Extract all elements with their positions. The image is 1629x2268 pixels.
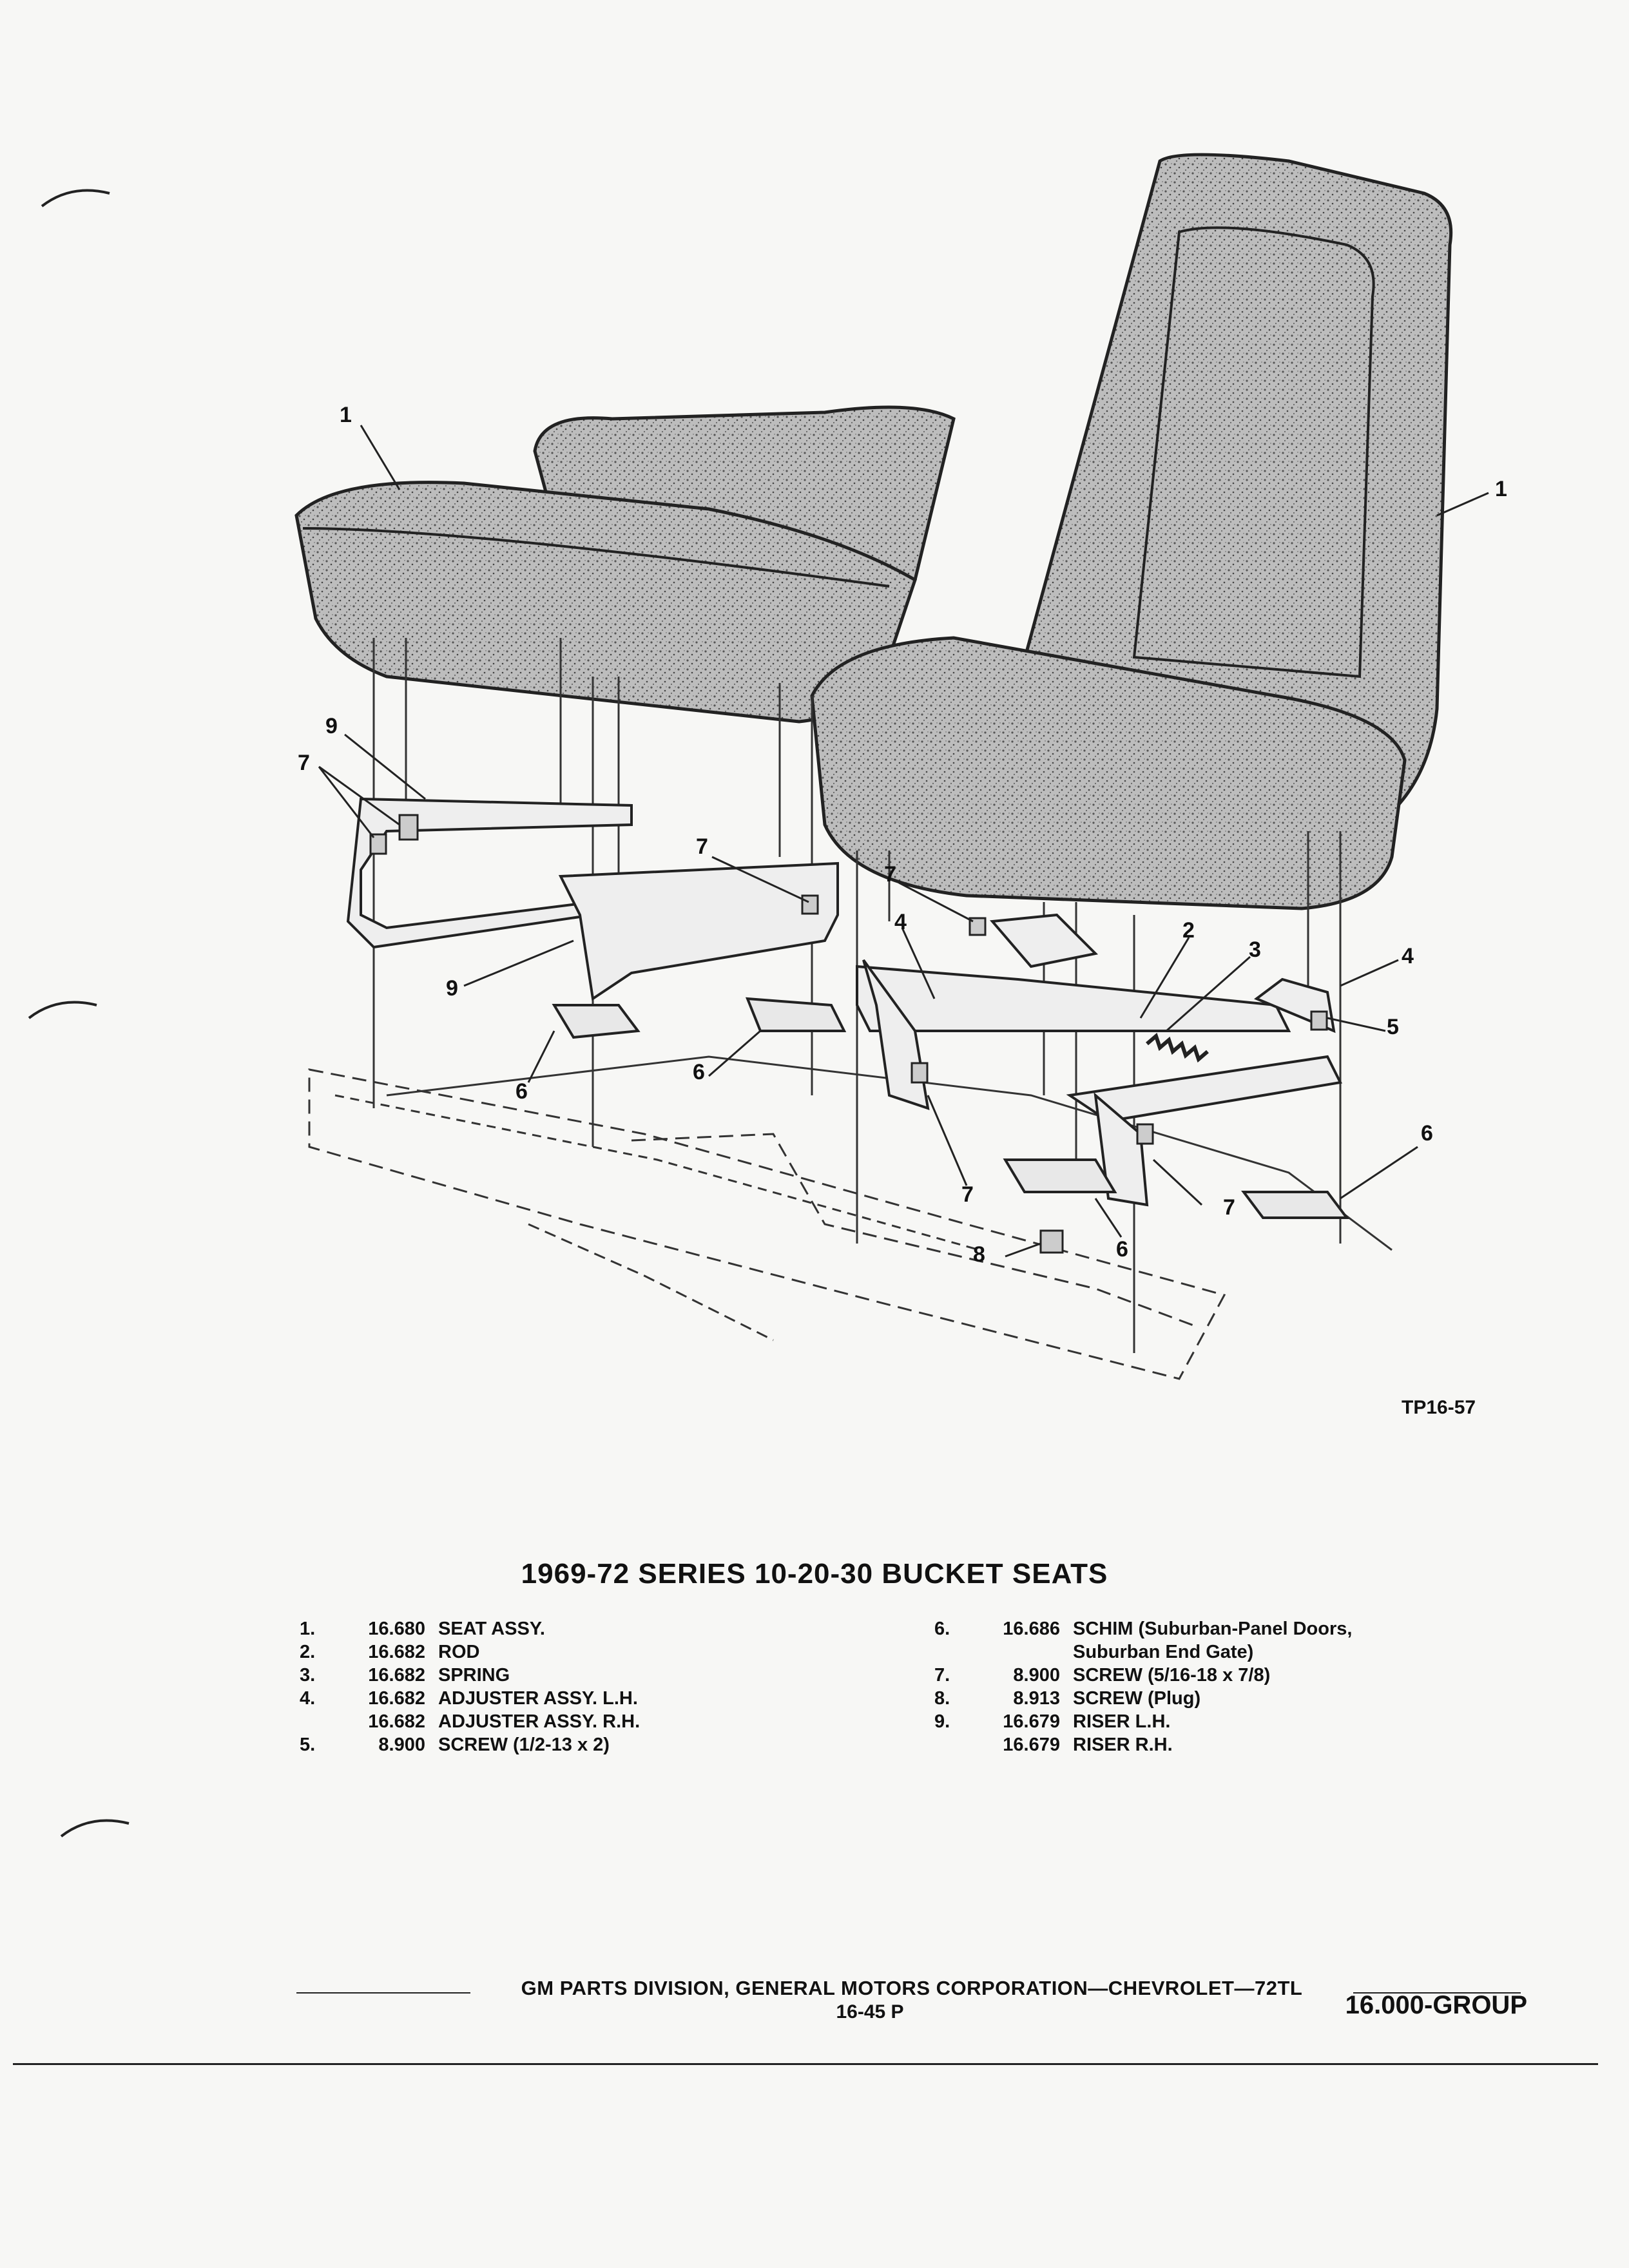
callout-label: 7 [961, 1182, 974, 1207]
footer-rule-left [296, 1992, 470, 1994]
callout-label: 4 [894, 910, 907, 934]
binder-mark-icon [41, 189, 110, 207]
callout-label: 1 [1495, 477, 1507, 501]
callout-label: 6 [1421, 1121, 1433, 1146]
callout-label: 7 [696, 834, 708, 859]
footer-rule-right [1353, 1992, 1521, 1994]
page-title: 1969-72 SERIES 10-20-30 BUCKET SEATS [521, 1558, 1108, 1590]
callout-label: 2 [1182, 918, 1195, 943]
shims [552, 997, 1349, 1219]
right-seat-cushion [810, 636, 1407, 910]
callout-label: 8 [973, 1242, 985, 1267]
bottom-rule [13, 2063, 1598, 2065]
leader-lines [318, 425, 1489, 1258]
figure-id: TP16-57 [1402, 1397, 1476, 1418]
part-row: Suburban End Gate) [1073, 1642, 1254, 1662]
left-seat-cushion [294, 481, 918, 724]
callout-label: 7 [1223, 1195, 1235, 1220]
callout-label: 6 [1116, 1237, 1128, 1262]
callout-label: 5 [1387, 1015, 1399, 1039]
group-label: 16.000-GROUP [1345, 1991, 1527, 2019]
seat-adjuster-track [856, 913, 1342, 1207]
left-riser [346, 797, 839, 1001]
callout-label: 4 [1402, 944, 1414, 968]
callout-label: 9 [446, 976, 458, 1001]
callout-label: 9 [325, 714, 338, 738]
callout-label: 7 [884, 862, 896, 887]
callout-label: 6 [516, 1079, 528, 1104]
page-number: 16-45 P [836, 2001, 904, 2023]
binder-mark-icon [60, 1819, 130, 1838]
callout-label: 3 [1249, 937, 1261, 962]
callout-label: 7 [298, 751, 310, 775]
spring [1146, 1032, 1209, 1063]
callout-label: 1 [340, 403, 352, 427]
right-seat-back [1016, 153, 1453, 814]
binder-mark-icon [28, 1001, 97, 1019]
footer-text: GM PARTS DIVISION, GENERAL MOTORS CORPOR… [521, 1977, 1303, 1999]
bucket-seat-exploded-diagram [294, 153, 1489, 1380]
callout-label: 6 [693, 1060, 705, 1084]
screws [369, 814, 1328, 1254]
